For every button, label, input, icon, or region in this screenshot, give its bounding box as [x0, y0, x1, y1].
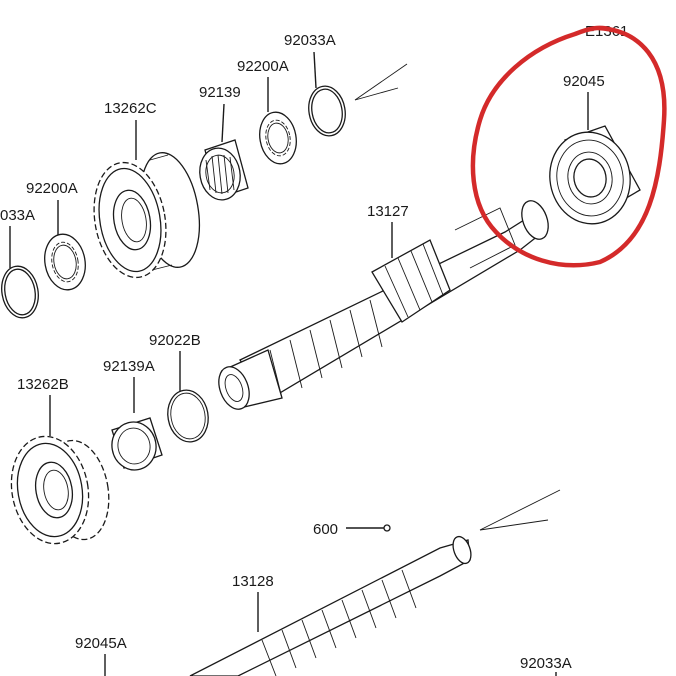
bearing-92139a-label: 92139A — [103, 358, 155, 375]
snap-ring-top — [308, 85, 346, 137]
gear-13262c — [93, 152, 201, 279]
gear-13262c-label: 13262C — [104, 100, 157, 117]
axis-wedge-top — [354, 63, 408, 101]
needle-bearing-top-label: 92139 — [199, 84, 241, 101]
main-shaft-label: 13127 — [367, 203, 409, 220]
spacer-top-label: 92200A — [237, 58, 289, 75]
needle-bearing-top — [199, 139, 249, 201]
needle-bearing-92139a — [111, 417, 163, 471]
left-spacer-label: 92200A — [26, 180, 78, 197]
snap-ring-bottom-label: 92033A — [520, 655, 572, 672]
bolt-600-label: 600 — [313, 521, 338, 538]
bearing-92045-label: 92045 — [563, 73, 605, 90]
bolt-ref-dot — [383, 524, 391, 532]
bearing-92045a-label: 92045A — [75, 635, 127, 652]
output-shaft-13128 — [189, 535, 472, 676]
snap-ring-left — [1, 265, 39, 319]
output-shaft-label: 13128 — [232, 573, 274, 590]
ball-bearing-92045 — [549, 125, 641, 225]
spline-spacer-top — [259, 111, 297, 165]
leader-lines — [9, 51, 589, 676]
main-shaft-13127 — [218, 200, 549, 410]
left-snap-ring-label: 033A — [0, 207, 35, 224]
spline-spacer-left — [44, 233, 86, 291]
gear-13262b — [10, 435, 110, 545]
highlight-circle — [470, 25, 667, 268]
gear-13262b-label: 13262B — [17, 376, 69, 393]
ring-92022b — [167, 389, 209, 443]
axis-wedge-bottom — [479, 489, 561, 531]
snap-ring-top-label: 92033A — [284, 32, 336, 49]
ring-92022b-label: 92022B — [149, 332, 201, 349]
